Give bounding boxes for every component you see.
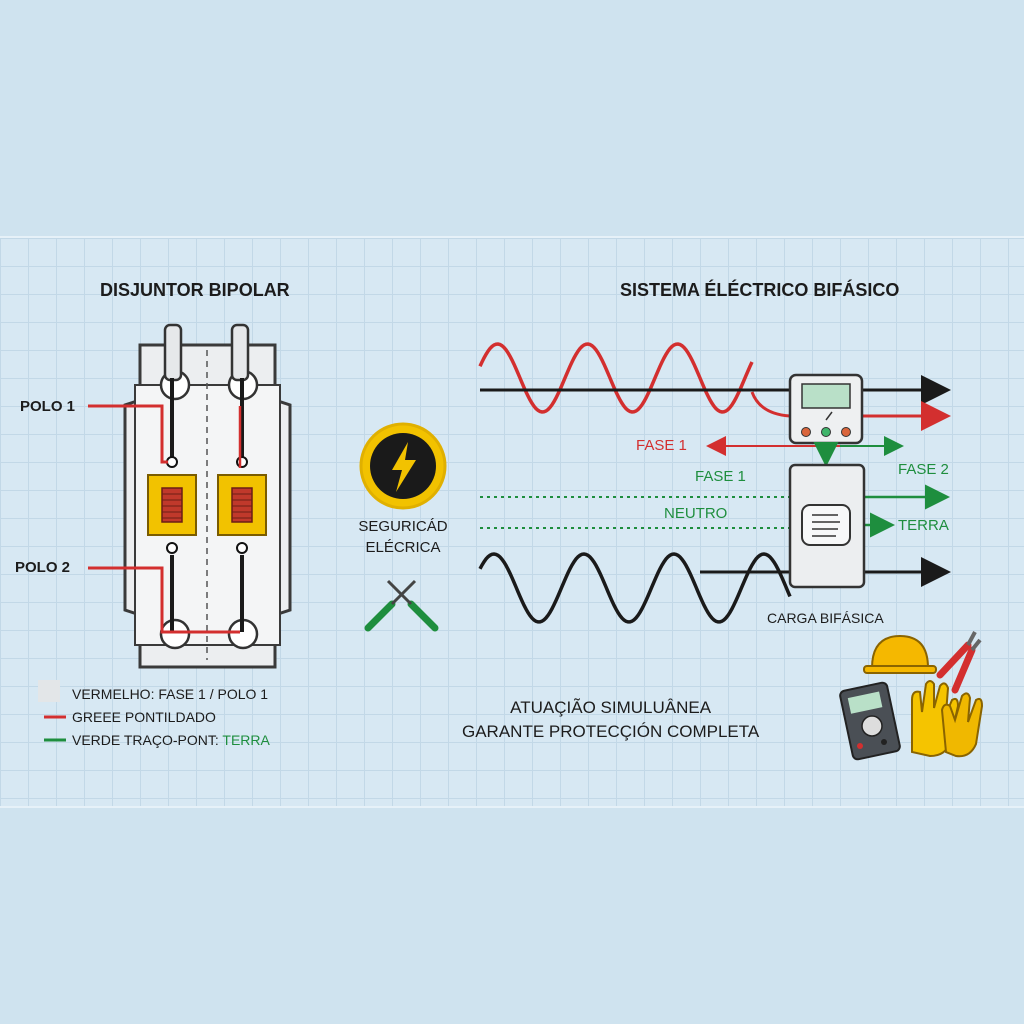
fase2-label: FASE 2 xyxy=(898,461,949,478)
multimeter-icon xyxy=(839,681,901,761)
meter-icon xyxy=(788,373,864,445)
safety-label: SEGURICÁD ELÉCRICA xyxy=(348,516,458,558)
legend-item-3-terra: TERRA xyxy=(222,732,270,748)
terra-label: TERRA xyxy=(898,517,949,534)
load-box-icon xyxy=(788,463,866,589)
coil-2-icon xyxy=(231,487,253,523)
pole-1-label: POLO 1 xyxy=(20,398,76,415)
legend-item-3: VERDE TRAÇO-PONT: TERRA xyxy=(72,732,270,748)
right-title: SISTEMA ÉLÉCTRICO BIFÁSICO xyxy=(620,280,900,300)
hard-hat-icon xyxy=(863,634,937,674)
gloves-icon xyxy=(911,680,984,758)
legend-swatch-grey xyxy=(38,680,60,702)
pole-2-label: POLO 2 xyxy=(15,559,71,576)
note-line1: ATUAÇIÃO SIMULUÂNEA xyxy=(510,698,712,717)
safety-label-line2: ELÉCRICA xyxy=(365,539,441,556)
note-line2: GARANTE PROTECÇIÓN COMPLETA xyxy=(462,722,760,741)
bipolar-breaker xyxy=(88,323,292,669)
screwdriver-icon xyxy=(364,579,439,632)
lightning-icon xyxy=(359,422,447,510)
legend-item-2: GREEE PONTILDADO xyxy=(72,709,216,725)
pliers-icon xyxy=(936,631,982,694)
fase1-green-label: FASE 1 xyxy=(695,468,746,485)
safety-label-line1: SEGURICÁD xyxy=(358,518,448,535)
neutro-label: NEUTRO xyxy=(664,505,728,522)
simultaneous-note: ATUAÇIÃO SIMULUÂNEA GARANTE PROTECÇIÓN C… xyxy=(462,696,759,744)
legend-item-3-text: VERDE TRAÇO-PONT: xyxy=(72,732,223,748)
legend-item-1: VERMELHO: FASE 1 / POLO 1 xyxy=(72,686,269,702)
left-title: DISJUNTOR BIPOLAR xyxy=(100,280,290,300)
fase1-red-label: FASE 1 xyxy=(636,437,687,454)
load-label: CARGA BIFÁSICA xyxy=(767,610,884,626)
coil-1-icon xyxy=(161,487,183,523)
